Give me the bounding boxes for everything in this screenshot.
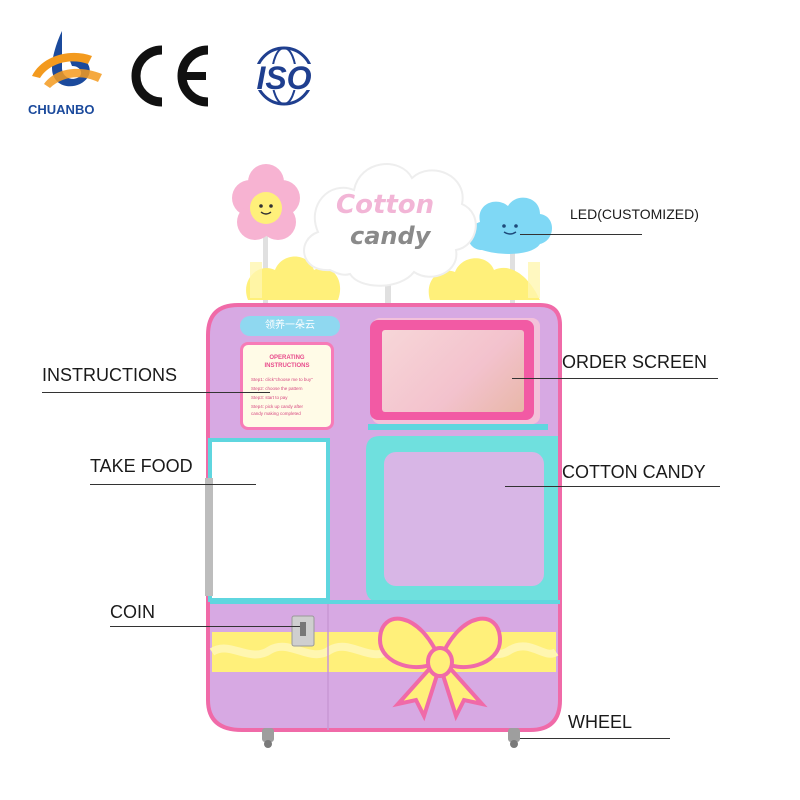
card-title-2: INSTRUCTIONS [264, 363, 310, 369]
pole [385, 275, 391, 305]
callout-line-instructions [42, 392, 270, 393]
chuanbo-logo-icon [32, 31, 102, 88]
callout-wheel: WHEEL [568, 712, 633, 732]
wheel-left [262, 728, 274, 748]
callout-led: LED(CUSTOMIZED) [570, 206, 699, 222]
instructions-card: OPERATING INSTRUCTIONS Step1: click"choo… [240, 342, 334, 430]
callout-line-wheel [520, 738, 670, 739]
card-step: Step1: click"choose me to buy" [251, 377, 313, 382]
callout-line-take-food [90, 484, 256, 485]
topper-line1: Cotton [336, 190, 435, 220]
callout-take-food: TAKE FOOD [90, 456, 193, 476]
callout-line-cotton-candy [505, 486, 720, 487]
order-screen[interactable] [382, 330, 524, 412]
callout-line-led [520, 234, 642, 235]
ce-mark [122, 42, 214, 110]
card-step: candy making completed [251, 411, 301, 416]
yellow-cloud-left [246, 256, 341, 300]
card-step: Step2: choose the pattern [251, 386, 303, 391]
cotton-candy-window [366, 436, 558, 602]
brand-name: CHUANBO [28, 102, 95, 117]
callout-line-coin [110, 626, 300, 627]
card-step: Step3: start to pay [251, 395, 288, 400]
iso-globe-icon [242, 46, 326, 106]
card-step: Step4: pick up candy after [251, 404, 304, 409]
coin-slot [291, 615, 315, 647]
iso-text: ISO [256, 60, 312, 96]
bow-decoration [377, 616, 503, 722]
flower-led [232, 164, 300, 240]
ce-mark-icon [131, 45, 209, 107]
topper-cloud [303, 163, 477, 287]
callout-order-screen: ORDER SCREEN [562, 352, 708, 372]
machine-tag: 领养一朵云 [240, 316, 340, 336]
wheel-right [508, 728, 520, 748]
iso-mark: ISO [238, 44, 330, 108]
yellow-cloud-right [428, 258, 540, 300]
card-title-1: OPERATING [269, 355, 305, 361]
callout-coin: COIN [110, 602, 155, 622]
cloud-led [468, 197, 552, 254]
callout-cotton-candy: COTTON CANDY [562, 462, 706, 482]
brand-logo: CHUANBO [22, 26, 114, 118]
callout-line-order-screen [512, 378, 718, 379]
topper-line2: candy [350, 222, 431, 250]
take-food-window [205, 438, 330, 602]
callout-instructions: INSTRUCTIONS [42, 365, 177, 385]
